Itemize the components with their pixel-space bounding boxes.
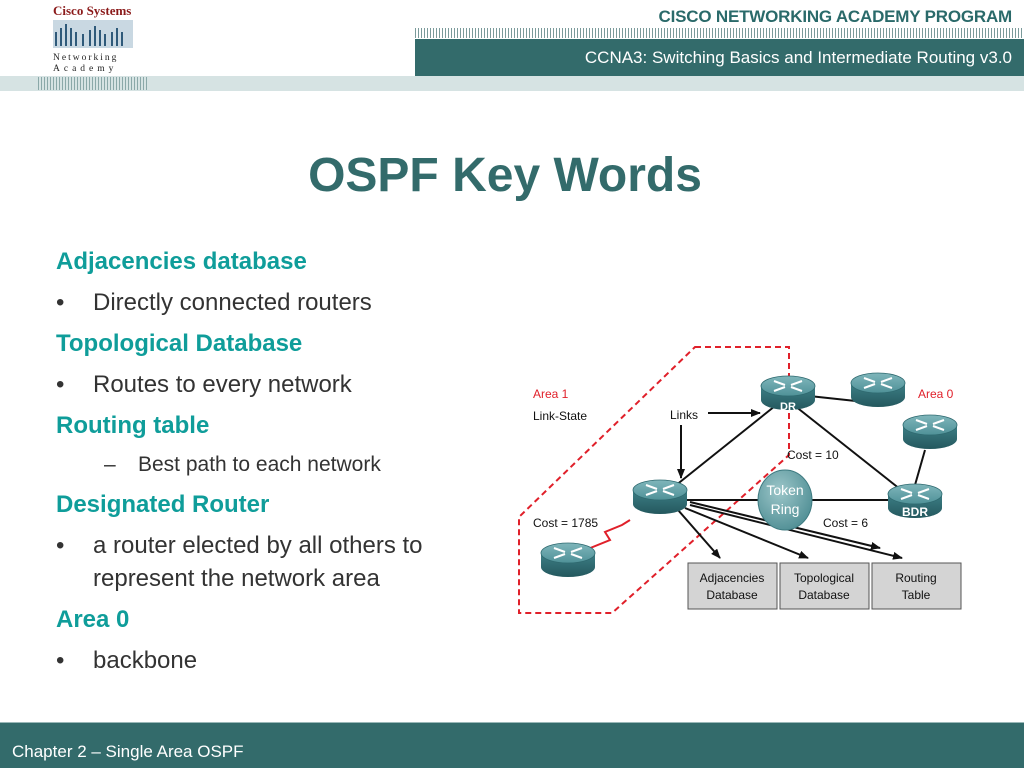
area0-label: Area 0 — [918, 387, 954, 401]
course-bar: CCNA3: Switching Basics and Intermediate… — [415, 39, 1024, 76]
bullet-text: a router elected by all others to repres… — [93, 532, 423, 592]
logo-cisco-systems: Cisco Systems — [53, 3, 131, 18]
ospf-diagram: Token Ring DR BDR Area 1 Link-State Link… — [518, 346, 962, 614]
adjacencies-database-box — [687, 562, 778, 610]
area1-boundary — [518, 346, 790, 614]
bdr-label: BDR — [902, 505, 928, 519]
sub-bullet-marker: – — [104, 453, 116, 476]
bullet-marker: • — [56, 371, 65, 398]
bullet-text: Directly connected routers — [93, 289, 372, 316]
dr-label: DR — [780, 401, 796, 413]
bullet-text: backbone — [93, 647, 198, 674]
routing-table-box — [871, 562, 962, 610]
token-ring — [757, 469, 813, 531]
keyword-list: Adjacencies database • Directly connecte… — [56, 245, 496, 685]
course-title: CCNA3: Switching Basics and Intermediate… — [584, 48, 1012, 67]
cost-1785-label: Cost = 1785 — [533, 516, 598, 530]
router-icon — [850, 372, 906, 408]
bullet-item: • a router elected by all others to repr… — [56, 529, 496, 595]
adjacencies-box-line1: Adjacencies — [700, 571, 765, 585]
link-state-label: Link-State — [533, 409, 587, 423]
keyword-heading: Routing table — [56, 412, 210, 439]
serial-link-icon — [567, 519, 631, 558]
routing-table-box-line1: Routing — [895, 571, 936, 585]
keyword-heading: Adjacencies database — [56, 248, 307, 275]
header-divider — [0, 76, 1024, 91]
footer-bar: Chapter 2 – Single Area OSPF — [0, 722, 1024, 768]
arrow-to-routing-table — [689, 504, 903, 560]
slide-title: OSPF Key Words — [308, 149, 702, 202]
bullet-item: • Routes to every network — [56, 368, 496, 401]
token-ring-label-line1: Token — [766, 482, 803, 498]
link-r3-bdr — [914, 449, 926, 486]
bullet-text: Routes to every network — [93, 371, 352, 398]
link-r1-dr — [669, 401, 781, 491]
bullet-marker: • — [56, 532, 65, 559]
keyword-heading: Designated Router — [56, 491, 270, 518]
logo-networking: Networking — [53, 53, 118, 63]
token-ring-label-line2: Ring — [771, 501, 800, 517]
link-dr-bdr — [789, 401, 906, 494]
router-icon — [540, 542, 596, 578]
sub-bullet-item: – Best path to each network — [56, 450, 496, 480]
routing-table-box-line2: Table — [902, 588, 931, 602]
topological-database-box — [779, 562, 870, 610]
arrow-to-topological — [684, 507, 809, 559]
adjacencies-box-line2: Database — [706, 588, 758, 602]
bullet-item: • Directly connected routers — [56, 286, 496, 319]
logo-academy: Academy — [53, 64, 117, 74]
area1-label: Area 1 — [533, 387, 569, 401]
router-icon — [632, 479, 688, 515]
header-barcode-strip — [415, 28, 1024, 38]
topological-box-line2: Database — [798, 588, 850, 602]
bullet-marker: • — [56, 289, 65, 316]
cisco-networking-academy-logo: Cisco Systems Networking Academy — [53, 3, 133, 74]
keyword-heading: Area 0 — [56, 606, 130, 633]
cost-6-label: Cost = 6 — [823, 516, 868, 530]
chapter-label: Chapter 2 – Single Area OSPF — [12, 742, 244, 761]
cost-10-label: Cost = 10 — [787, 448, 839, 462]
keyword-heading: Topological Database — [56, 330, 303, 357]
links-label: Links — [670, 408, 698, 422]
arrow-to-adjacencies — [677, 509, 721, 559]
sub-bullet-text: Best path to each network — [138, 453, 381, 476]
router-icon — [902, 414, 958, 450]
topological-box-line1: Topological — [794, 571, 854, 585]
bullet-marker: • — [56, 647, 65, 674]
bullet-item: • backbone — [56, 644, 496, 677]
program-name: CISCO NETWORKING ACADEMY PROGRAM — [658, 7, 1013, 26]
header-small-barcode — [38, 77, 148, 90]
